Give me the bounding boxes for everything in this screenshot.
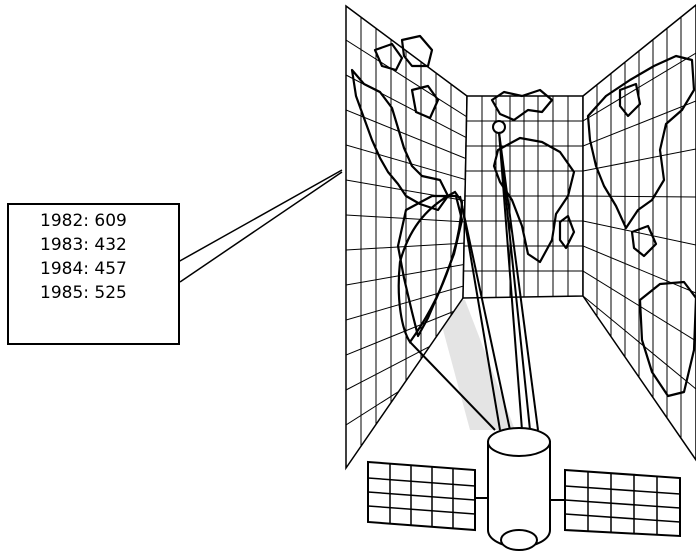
list-item: 1983: 432 (40, 233, 127, 257)
beam-target-point (493, 121, 505, 133)
solar-panel-right (550, 470, 680, 536)
year-value: 432 (94, 235, 126, 255)
callout-connector (178, 170, 342, 282)
year-label: 1983 (40, 235, 83, 255)
list-item: 1982: 609 (40, 209, 127, 233)
satellite-dish (501, 530, 537, 550)
year-label: 1985 (40, 283, 83, 303)
back-wall (460, 90, 590, 300)
year-value: 525 (94, 283, 126, 303)
yearly-values-list: 1982: 609 1983: 432 1984: 457 1985: 525 (40, 209, 127, 305)
year-label: 1984 (40, 259, 83, 279)
satellite-top (488, 428, 550, 456)
year-label: 1982 (40, 211, 83, 231)
list-item: 1984: 457 (40, 257, 127, 281)
year-value: 609 (94, 211, 126, 231)
list-item: 1985: 525 (40, 281, 127, 305)
year-value: 457 (94, 259, 126, 279)
solar-panel-left (368, 462, 490, 530)
satellite-icon (368, 428, 680, 550)
